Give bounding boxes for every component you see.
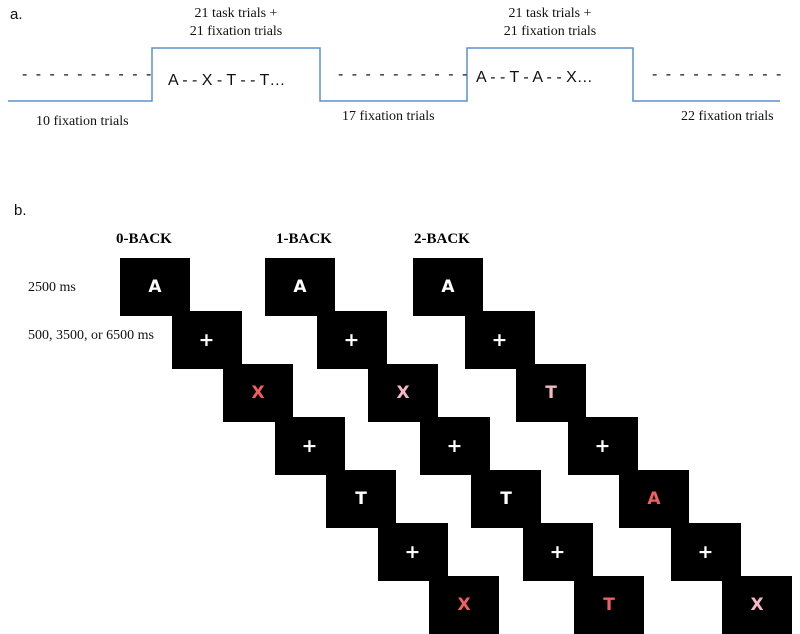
panel-a-label: a. [10, 6, 23, 23]
condition-title-0back: 0-BACK [116, 231, 172, 247]
fixation-frame-1back-2: + [316, 311, 387, 369]
stimulus-frame-0back-3: X [223, 364, 293, 422]
fixation-cross: + [404, 541, 421, 563]
stimulus-frame-0back-7: X [429, 576, 499, 634]
stimulus-letter: T [500, 489, 512, 509]
stimulus-frame-2back-1: A [413, 258, 483, 316]
stimulus-letter: X [251, 383, 265, 403]
task-block-label-line1: 21 task trials + [508, 6, 592, 21]
stimulus-frame-2back-5: A [619, 470, 689, 528]
fixation-dashes-2: - - - - - - - - - - [338, 66, 470, 83]
stimulus-frame-2back-3: T [516, 364, 586, 422]
task-block-label-line2: 21 fixation trials [503, 24, 597, 39]
task-block-sequence-2: A - - T - A - - X… [476, 69, 593, 86]
fixation-dashes-1: - - - - - - - - - - [22, 66, 154, 83]
fixation-frame-0back-6: + [377, 523, 448, 581]
stimulus-letter: X [750, 595, 764, 615]
stimulus-letter: T [603, 595, 615, 615]
stimulus-letter: A [647, 489, 661, 509]
timing-fixation-label: 500, 3500, or 6500 ms [28, 328, 154, 343]
stimulus-frame-0back-5: T [326, 470, 396, 528]
fixation-frame-1back-4: + [419, 417, 490, 475]
fixation-cross: + [491, 329, 508, 351]
stimulus-letter: T [355, 489, 367, 509]
timing-stimulus-label: 2500 ms [28, 280, 76, 295]
stimulus-letter: A [148, 277, 162, 297]
task-block-label-2: 21 task trials + 21 fixation trials [480, 5, 620, 41]
fixation-frame-2back-6: + [670, 523, 741, 581]
fixation-dashes-3: - - - - - - - - - - [652, 66, 784, 83]
stimulus-frame-1back-3: X [368, 364, 438, 422]
fixation-cross: + [343, 329, 360, 351]
fixation-count-2: 17 fixation trials [342, 109, 435, 124]
condition-title-1back: 1-BACK [276, 231, 332, 247]
fixation-frame-0back-2: + [171, 311, 242, 369]
fixation-frame-1back-6: + [522, 523, 593, 581]
fixation-frame-2back-4: + [567, 417, 638, 475]
stimulus-letter: A [293, 277, 307, 297]
stimulus-letter: X [396, 383, 410, 403]
stimulus-letter: T [545, 383, 557, 403]
fixation-frame-0back-4: + [274, 417, 345, 475]
fixation-count-1: 10 fixation trials [36, 114, 129, 129]
task-block-label-line1: 21 task trials + [194, 6, 278, 21]
stimulus-letter: A [441, 277, 455, 297]
fixation-cross: + [301, 435, 318, 457]
stimulus-frame-1back-5: T [471, 470, 541, 528]
fixation-frame-2back-2: + [464, 311, 535, 369]
block-design-line [8, 47, 780, 102]
fixation-cross: + [549, 541, 566, 563]
fixation-cross: + [594, 435, 611, 457]
stimulus-frame-0back-1: A [120, 258, 190, 316]
fixation-cross: + [697, 541, 714, 563]
stimulus-frame-2back-7: X [722, 576, 792, 634]
panel-b-label: b. [14, 202, 27, 219]
stimulus-letter: X [457, 595, 471, 615]
stimulus-frame-1back-1: A [265, 258, 335, 316]
fixation-cross: + [446, 435, 463, 457]
task-block-sequence-1: A - - X - T - - T… [168, 72, 286, 89]
task-block-label-line2: 21 fixation trials [189, 24, 283, 39]
fixation-count-3: 22 fixation trials [681, 109, 774, 124]
fixation-cross: + [198, 329, 215, 351]
task-block-label-1: 21 task trials + 21 fixation trials [166, 5, 306, 41]
condition-title-2back: 2-BACK [414, 231, 470, 247]
stimulus-frame-1back-7: T [574, 576, 644, 634]
